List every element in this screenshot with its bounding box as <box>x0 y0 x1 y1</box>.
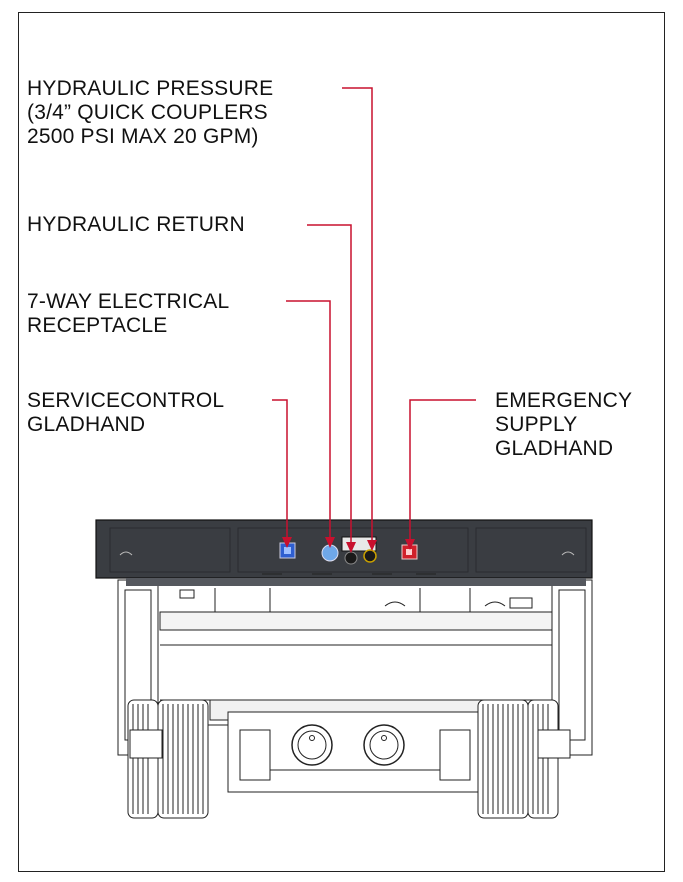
hub <box>129 729 163 759</box>
label-line: SUPPLY <box>495 413 578 436</box>
label-emergency-supply-gladhand: EMERGENCY SUPPLY GLADHAND <box>495 389 632 461</box>
light-icon <box>119 551 133 556</box>
label-electrical-receptacle: 7-WAY ELECTRICAL RECEPTACLE <box>27 290 229 338</box>
leader-hydraulic-return <box>307 224 352 550</box>
leader-electrical <box>286 300 331 545</box>
arrowhead <box>405 539 415 550</box>
brake-chamber-inner <box>369 730 399 760</box>
arrowhead <box>325 537 335 548</box>
leader-hydraulic-pressure <box>342 87 373 548</box>
leader-emergency-gladhand <box>409 399 476 547</box>
arrowhead <box>282 537 292 548</box>
leader-arrowheads <box>282 537 415 553</box>
label-line: GLADHAND <box>495 437 614 460</box>
label-line: SERVICECONTROL <box>27 389 225 412</box>
trailer-rear-view <box>117 579 593 819</box>
label-hydraulic-return: HYDRAULIC RETURN <box>27 213 245 237</box>
rear-panel <box>95 519 593 586</box>
hydraulic-return-coupler <box>344 551 358 565</box>
label-line: RECEPTACLE <box>27 314 168 337</box>
right-leg-inner <box>558 589 586 741</box>
label-line: 7-WAY ELECTRICAL <box>27 290 230 313</box>
label-line: GLADHAND <box>27 413 146 436</box>
label-line: (3/4” QUICK COUPLERS <box>27 101 268 124</box>
label-line: 2500 PSI MAX 20 GPM) <box>27 125 259 148</box>
label-service-control-gladhand: SERVICECONTROL GLADHAND <box>27 389 224 437</box>
right-tires <box>477 699 559 819</box>
bracket <box>509 597 533 609</box>
arrowhead <box>367 540 377 551</box>
panel-section <box>237 527 469 573</box>
light-icon <box>561 551 575 556</box>
service-gladhand-face <box>284 547 291 554</box>
bracket <box>384 601 406 607</box>
label-hydraulic-pressure: HYDRAULIC PRESSURE (3/4” QUICK COUPLERS … <box>27 77 273 149</box>
chamber-bolt <box>309 735 315 741</box>
bracket <box>179 589 195 599</box>
left-tires <box>127 699 209 819</box>
leader-service-gladhand <box>272 399 288 545</box>
panel-section <box>475 527 587 573</box>
label-line: HYDRAULIC PRESSURE <box>27 77 274 100</box>
arrowhead <box>346 542 356 553</box>
suspension-bracket <box>439 729 471 781</box>
fittings <box>279 536 418 565</box>
leader-lines <box>272 87 476 550</box>
emergency-gladhand-face <box>406 549 412 555</box>
figure-frame <box>18 12 665 872</box>
label-line: HYDRAULIC RETURN <box>27 213 245 236</box>
hydraulic-pressure-coupler <box>363 549 377 563</box>
bumper-lip <box>126 578 586 586</box>
label-line: EMERGENCY <box>495 389 633 412</box>
brake-chamber-inner <box>297 730 327 760</box>
bracket <box>484 601 506 607</box>
cross-member <box>159 611 581 631</box>
chamber-bolt <box>381 735 387 741</box>
hub <box>537 729 571 759</box>
suspension-bracket <box>239 729 271 781</box>
panel-section <box>109 527 231 573</box>
